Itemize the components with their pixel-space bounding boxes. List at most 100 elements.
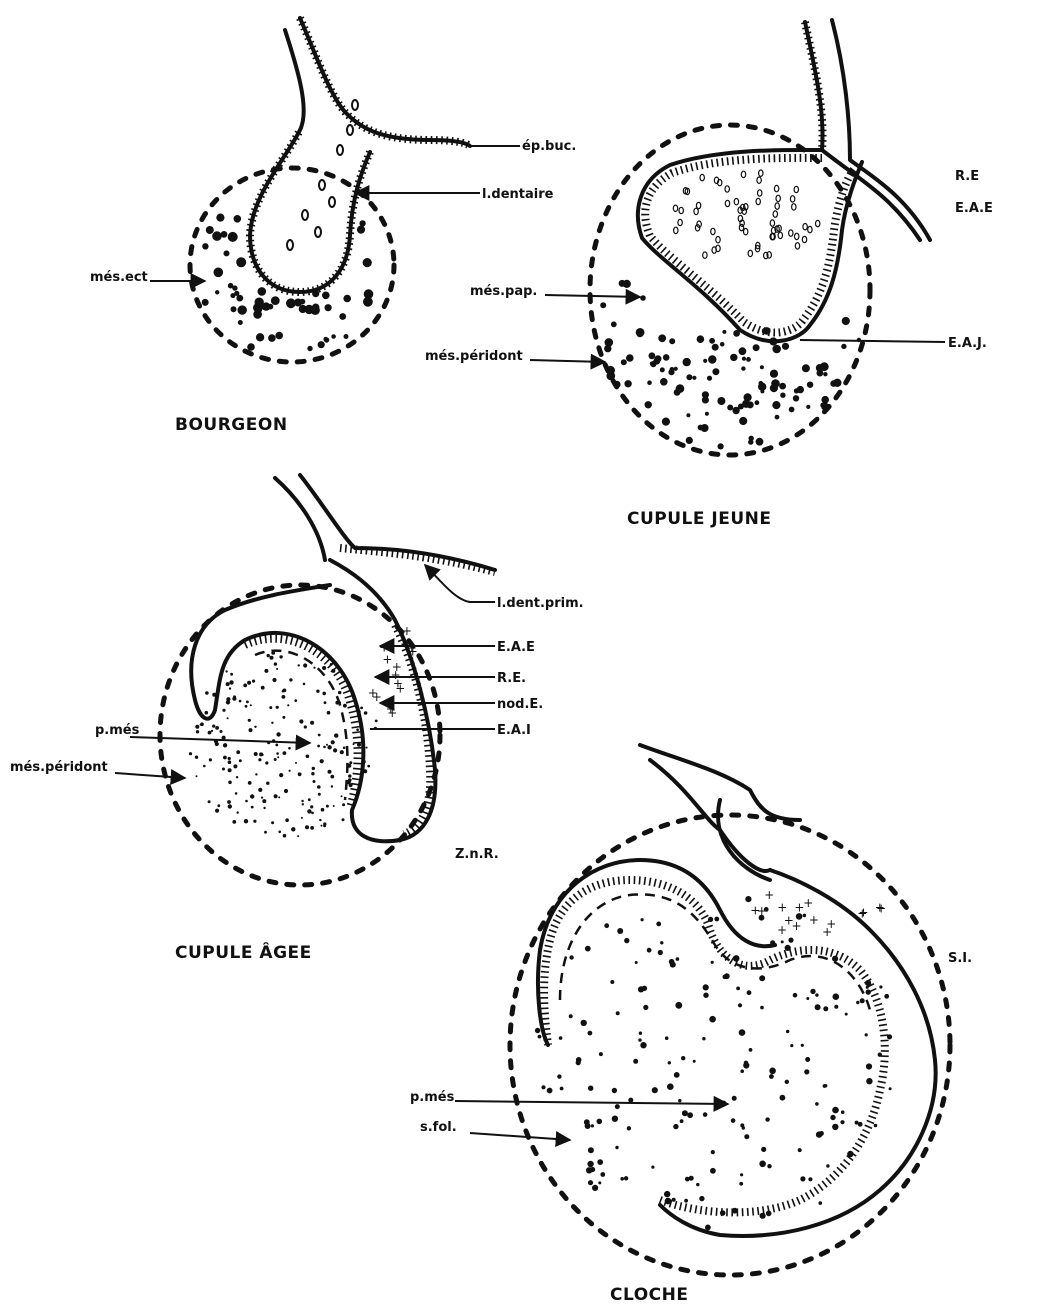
mesenchyme-dot xyxy=(606,366,615,375)
mesenchyme-dot xyxy=(205,691,209,695)
mesenchyme-dot xyxy=(819,1201,823,1205)
mesenchyme-dot xyxy=(683,358,691,366)
reticulum-cell xyxy=(678,219,682,225)
cloche-dentin-dashes xyxy=(560,894,870,1010)
mesenchyme-dot xyxy=(211,730,213,732)
mesenchyme-dot xyxy=(271,722,273,724)
mesenchyme-dot xyxy=(276,706,279,709)
reticulum-cell xyxy=(674,227,678,233)
mesenchyme-dot xyxy=(641,918,644,921)
mesenchyme-dot xyxy=(660,941,663,944)
mesenchyme-dot xyxy=(305,825,309,829)
mesenchyme-dot xyxy=(202,243,208,249)
reticulum-cell xyxy=(789,230,793,236)
mesenchyme-dot xyxy=(632,408,636,412)
mesenchyme-dot xyxy=(261,686,265,690)
reticulum-cell xyxy=(748,250,752,256)
mesenchyme-dot xyxy=(342,803,345,806)
mesenchyme-dot xyxy=(232,820,236,824)
mesenchyme-dot xyxy=(307,346,312,351)
mesenchyme-dot xyxy=(250,704,252,706)
mesenchyme-dot xyxy=(802,364,810,372)
mesenchyme-dot xyxy=(834,1005,838,1009)
mesenchyme-dot xyxy=(718,443,724,449)
mesenchyme-dot xyxy=(306,755,310,759)
mesenchyme-dot xyxy=(272,678,276,682)
mesenchyme-dot xyxy=(639,1032,642,1035)
reticulum-cross: + xyxy=(857,906,867,920)
mesenchyme-dot xyxy=(651,361,655,365)
mesenchyme-dot xyxy=(559,1036,563,1040)
reticulum-cross: + xyxy=(826,917,836,931)
mesenchyme-dot xyxy=(624,1176,628,1180)
mesenchyme-dot xyxy=(318,793,321,796)
mesenchyme-dot xyxy=(234,215,242,223)
mesenchyme-dot xyxy=(322,692,326,696)
mesenchyme-dot xyxy=(686,413,690,417)
mesenchyme-dot xyxy=(239,759,242,762)
mesenchyme-dot xyxy=(643,1005,648,1010)
mesenchyme-dot xyxy=(624,938,629,943)
mesenchyme-dot xyxy=(255,773,257,775)
reticulum-cross: + xyxy=(402,624,412,638)
mesenchyme-dot xyxy=(258,287,267,296)
cupule-jeune-drawing xyxy=(590,20,930,455)
mesenchyme-dot xyxy=(692,376,696,380)
mesenchyme-dot xyxy=(326,805,329,808)
mesenchyme-dot xyxy=(215,809,219,813)
mesenchyme-dot xyxy=(203,765,206,768)
mesenchyme-dot xyxy=(356,728,359,731)
label-l-dent-prim: l.dent.prim. xyxy=(497,596,584,611)
mesenchyme-dot xyxy=(742,357,746,361)
mesenchyme-dot xyxy=(319,819,321,821)
mesenchyme-dot xyxy=(647,948,652,953)
mesenchyme-dot xyxy=(615,1104,620,1109)
mesenchyme-dot xyxy=(597,1159,603,1165)
mesenchyme-dot xyxy=(349,761,352,764)
mesenchyme-dot xyxy=(842,317,850,325)
mesenchyme-dot xyxy=(736,987,740,991)
mesenchyme-dot xyxy=(621,359,627,365)
mesenchyme-dot xyxy=(214,268,224,278)
mesenchyme-dot xyxy=(327,745,331,749)
label-mes-peridont-2: més.péridont xyxy=(10,760,108,775)
mesenchyme-dot xyxy=(674,367,678,371)
mesenchyme-dot xyxy=(227,717,229,719)
mesenchyme-dot xyxy=(767,1164,771,1168)
mesenchyme-dot xyxy=(321,808,325,812)
mesenchyme-dot xyxy=(591,1124,594,1127)
mesenchyme-dot xyxy=(670,962,676,968)
mesenchyme-dot xyxy=(739,347,747,355)
mesenchyme-dot xyxy=(810,989,815,994)
mesenchyme-dot xyxy=(297,835,299,837)
mesenchyme-dot xyxy=(200,722,204,726)
mesenchyme-dot xyxy=(832,1124,838,1130)
mesenchyme-dot xyxy=(613,381,620,388)
reticulum-cell xyxy=(803,224,807,230)
cloche-inner-outline xyxy=(538,860,775,1045)
mesenchyme-dot xyxy=(247,681,251,685)
mesenchyme-dot xyxy=(739,417,747,425)
mesenchyme-dot xyxy=(328,770,332,774)
reticulum-cell xyxy=(794,186,798,192)
mesenchyme-dot xyxy=(189,752,192,755)
mesenchyme-dot xyxy=(647,380,652,385)
mesenchyme-dot xyxy=(821,396,829,404)
mesenchyme-dot xyxy=(249,728,253,732)
label-l-dentaire: l.dentaire xyxy=(482,187,554,202)
mesenchyme-dot xyxy=(250,794,254,798)
bourgeon-mesenchyme-dots xyxy=(202,214,374,352)
mesenchyme-dot xyxy=(833,993,840,1000)
mesenchyme-dot xyxy=(665,1036,669,1040)
mesenchyme-dot xyxy=(228,768,232,772)
mesenchyme-dot xyxy=(708,355,716,363)
mesenchyme-dot xyxy=(753,344,760,351)
mesenchyme-dot xyxy=(206,226,214,234)
mesenchyme-dot xyxy=(702,396,709,403)
mesenchyme-dot xyxy=(331,334,336,339)
mesenchyme-dot xyxy=(746,357,751,362)
cupule-agee-lamina-outline xyxy=(275,475,495,570)
mesenchyme-dot xyxy=(274,662,277,665)
mesenchyme-dot xyxy=(798,1148,802,1152)
reticulum-cell xyxy=(795,243,799,249)
